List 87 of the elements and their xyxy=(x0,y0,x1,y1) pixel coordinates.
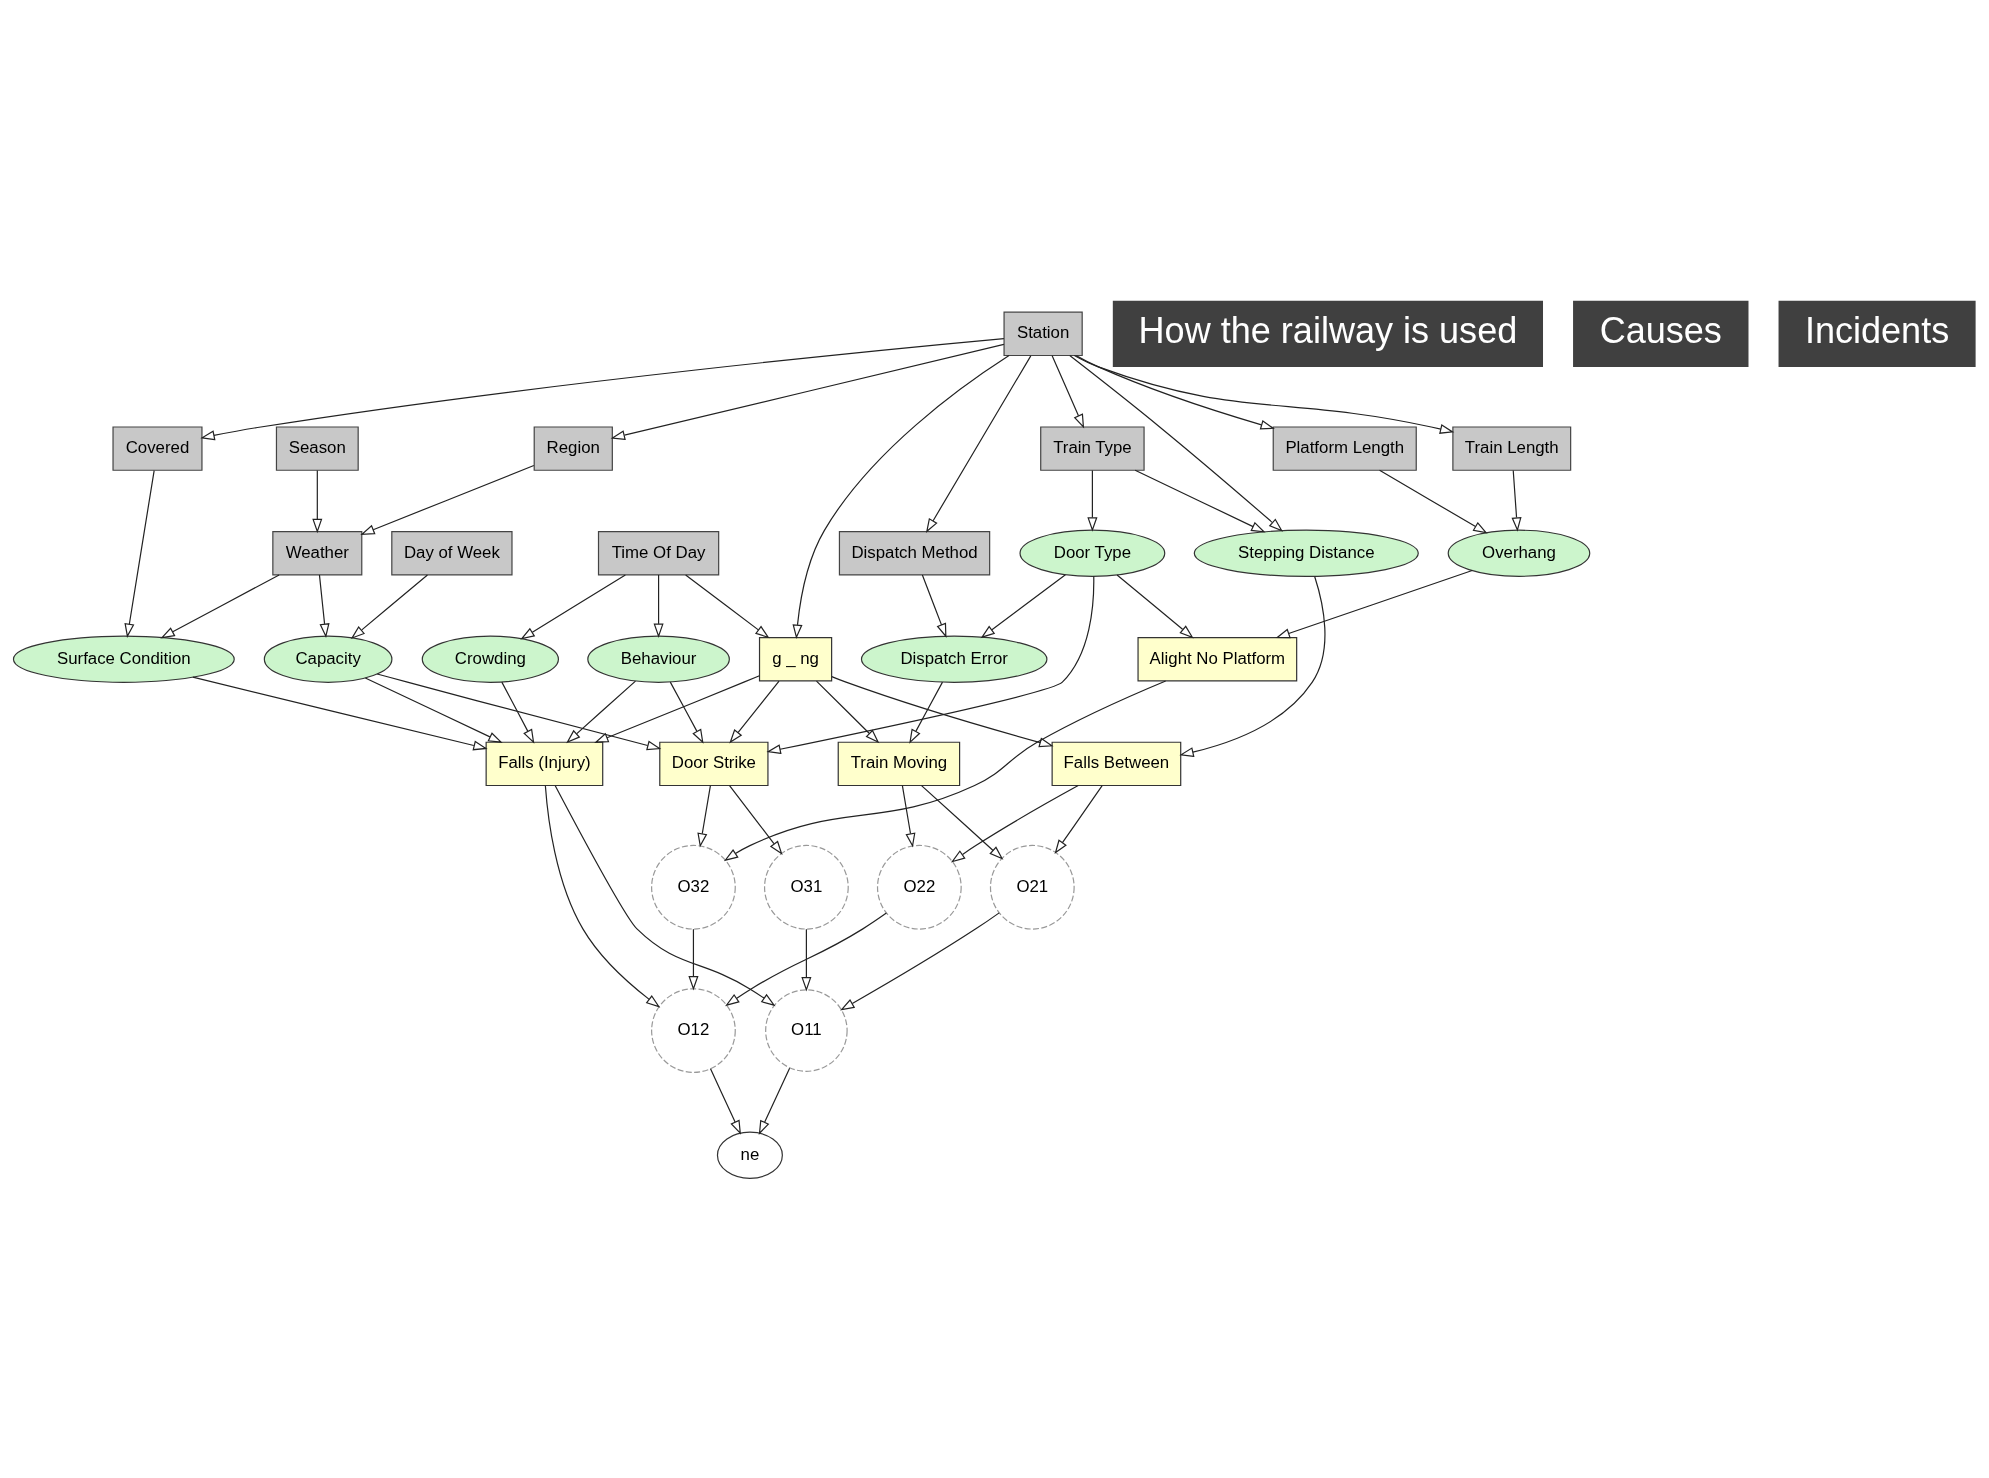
arrow xyxy=(1075,354,1275,430)
arrow xyxy=(1087,469,1098,532)
arrow xyxy=(192,676,488,750)
node-box: Dispatch Method xyxy=(838,530,991,575)
arrow xyxy=(688,928,699,991)
node-ellipse: ne xyxy=(716,1131,783,1179)
label: How the railway is used xyxy=(1138,309,1518,351)
arrow xyxy=(831,675,1054,747)
arrow xyxy=(1116,573,1194,638)
arrow xyxy=(160,573,280,638)
arrow xyxy=(925,354,1032,533)
node-box: Alight No Platform xyxy=(1137,636,1298,681)
node-ellipse: Stepping Distance xyxy=(1193,529,1419,577)
node-box: Door Strike xyxy=(659,741,769,786)
arrow xyxy=(566,680,637,743)
arrow xyxy=(124,469,155,638)
node-box: Train Length xyxy=(1452,425,1572,471)
node-ellipse: Behaviour xyxy=(587,635,730,683)
node-box: Station xyxy=(1003,311,1083,356)
label: Causes xyxy=(1599,309,1722,351)
arrow xyxy=(723,679,1167,861)
arrow xyxy=(594,674,761,743)
node-box: Falls Between xyxy=(1051,741,1182,786)
node-box: g _ ng xyxy=(758,636,833,681)
node-ellipse: Surface Condition xyxy=(12,635,235,683)
arrow xyxy=(669,681,704,744)
arrow xyxy=(901,784,916,848)
arrow xyxy=(1511,469,1522,532)
node-box: Covered xyxy=(112,425,203,471)
arrow xyxy=(729,680,780,743)
arrow xyxy=(364,676,503,743)
arrow xyxy=(520,573,626,640)
arrow xyxy=(792,354,1010,639)
arrow xyxy=(554,784,776,1006)
arrow xyxy=(980,573,1066,638)
node-ellipse: Capacity xyxy=(263,635,393,683)
arrow xyxy=(376,672,662,750)
arrow xyxy=(610,343,1005,440)
arrow xyxy=(1073,354,1455,434)
label: Incidents xyxy=(1804,309,1950,351)
arrow xyxy=(360,464,535,535)
arrow xyxy=(1179,575,1326,757)
node-ellipse: Overhang xyxy=(1447,529,1591,577)
arrow xyxy=(312,469,323,533)
node-circle: O32 xyxy=(651,844,736,930)
node-box: Train Moving xyxy=(837,741,961,786)
arrow xyxy=(920,784,1004,860)
arrow xyxy=(709,1067,742,1135)
arrow xyxy=(766,575,1095,754)
node-circle: O31 xyxy=(763,844,849,930)
arrow xyxy=(350,573,429,639)
node-box: Platform Length xyxy=(1272,425,1417,471)
arrow xyxy=(318,573,330,638)
node-box: Train Type xyxy=(1040,425,1145,471)
arrow xyxy=(840,911,1000,1011)
node-ellipse: Crowding xyxy=(421,635,559,683)
node-circle: O22 xyxy=(876,844,962,930)
arrow xyxy=(501,681,535,744)
arrow xyxy=(728,784,783,855)
node-box: Falls (Injury) xyxy=(485,741,604,786)
arrow xyxy=(950,784,1079,863)
arrow xyxy=(1054,784,1103,854)
arrow xyxy=(697,784,711,848)
arrow xyxy=(921,573,947,638)
arrow xyxy=(1069,354,1283,532)
node-ellipse: Door Type xyxy=(1019,529,1166,577)
arrow xyxy=(653,573,664,638)
node-circle: O11 xyxy=(765,988,848,1072)
arrow xyxy=(1379,469,1488,534)
arrow xyxy=(725,912,887,1006)
arrow xyxy=(909,681,944,744)
arrow xyxy=(815,680,880,743)
node-ellipse: Dispatch Error xyxy=(860,635,1048,683)
node-box: Weather xyxy=(272,530,363,575)
arrow xyxy=(200,337,1005,440)
arrow xyxy=(1051,354,1085,429)
arrow xyxy=(544,784,661,1008)
node-box: Day of Week xyxy=(391,530,513,575)
node-circle: O12 xyxy=(651,987,736,1073)
arrow xyxy=(801,928,812,991)
arrow xyxy=(1134,469,1266,533)
arrow xyxy=(1275,569,1473,638)
node-box: Season xyxy=(275,425,359,471)
node-box: Time Of Day xyxy=(597,530,720,575)
node-box: Region xyxy=(533,425,613,471)
arrow xyxy=(758,1067,791,1135)
arrow xyxy=(685,573,770,638)
